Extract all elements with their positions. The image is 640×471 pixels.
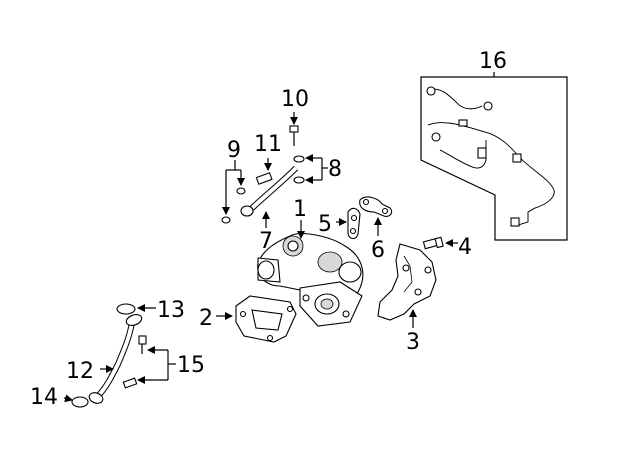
- callout-4: 4: [458, 235, 472, 260]
- seal-8-bottom: [293, 176, 305, 184]
- callout-3: 3: [406, 330, 420, 355]
- bracket-6: [359, 196, 393, 217]
- bolts-15: [122, 335, 147, 389]
- stud-11: [255, 172, 273, 185]
- callout-15: 15: [177, 353, 205, 378]
- callout-2: 2: [199, 306, 213, 331]
- oil-feed-tube-7: [240, 165, 299, 217]
- gasket-13: [116, 303, 136, 315]
- leader-14: [63, 394, 73, 403]
- washer-9-upper: [236, 187, 246, 195]
- callout-1: 1: [293, 197, 307, 222]
- callout-16: 16: [479, 49, 507, 74]
- turbo-bolt-10: [289, 125, 299, 146]
- callout-7: 7: [259, 229, 273, 254]
- callout-11: 11: [254, 132, 282, 157]
- gasket-2: [235, 295, 297, 343]
- coolant-line-kit: [420, 72, 568, 241]
- heat-shield-3: [377, 243, 437, 321]
- callout-13: 13: [157, 298, 185, 323]
- callout-8: 8: [328, 157, 342, 182]
- seal-8-top: [293, 155, 305, 163]
- washer-9-lower: [221, 216, 231, 224]
- turbocharger-1: [257, 233, 364, 327]
- callout-6: 6: [371, 238, 385, 263]
- callout-5: 5: [318, 212, 332, 237]
- callout-9: 9: [227, 138, 241, 163]
- bracket-5: [347, 207, 361, 240]
- callout-12: 12: [66, 359, 94, 384]
- callout-14: 14: [30, 385, 58, 410]
- bolt-4: [422, 236, 444, 250]
- callout-10: 10: [281, 87, 309, 112]
- gasket-14: [71, 396, 89, 408]
- oil-return-tube-12: [88, 314, 143, 404]
